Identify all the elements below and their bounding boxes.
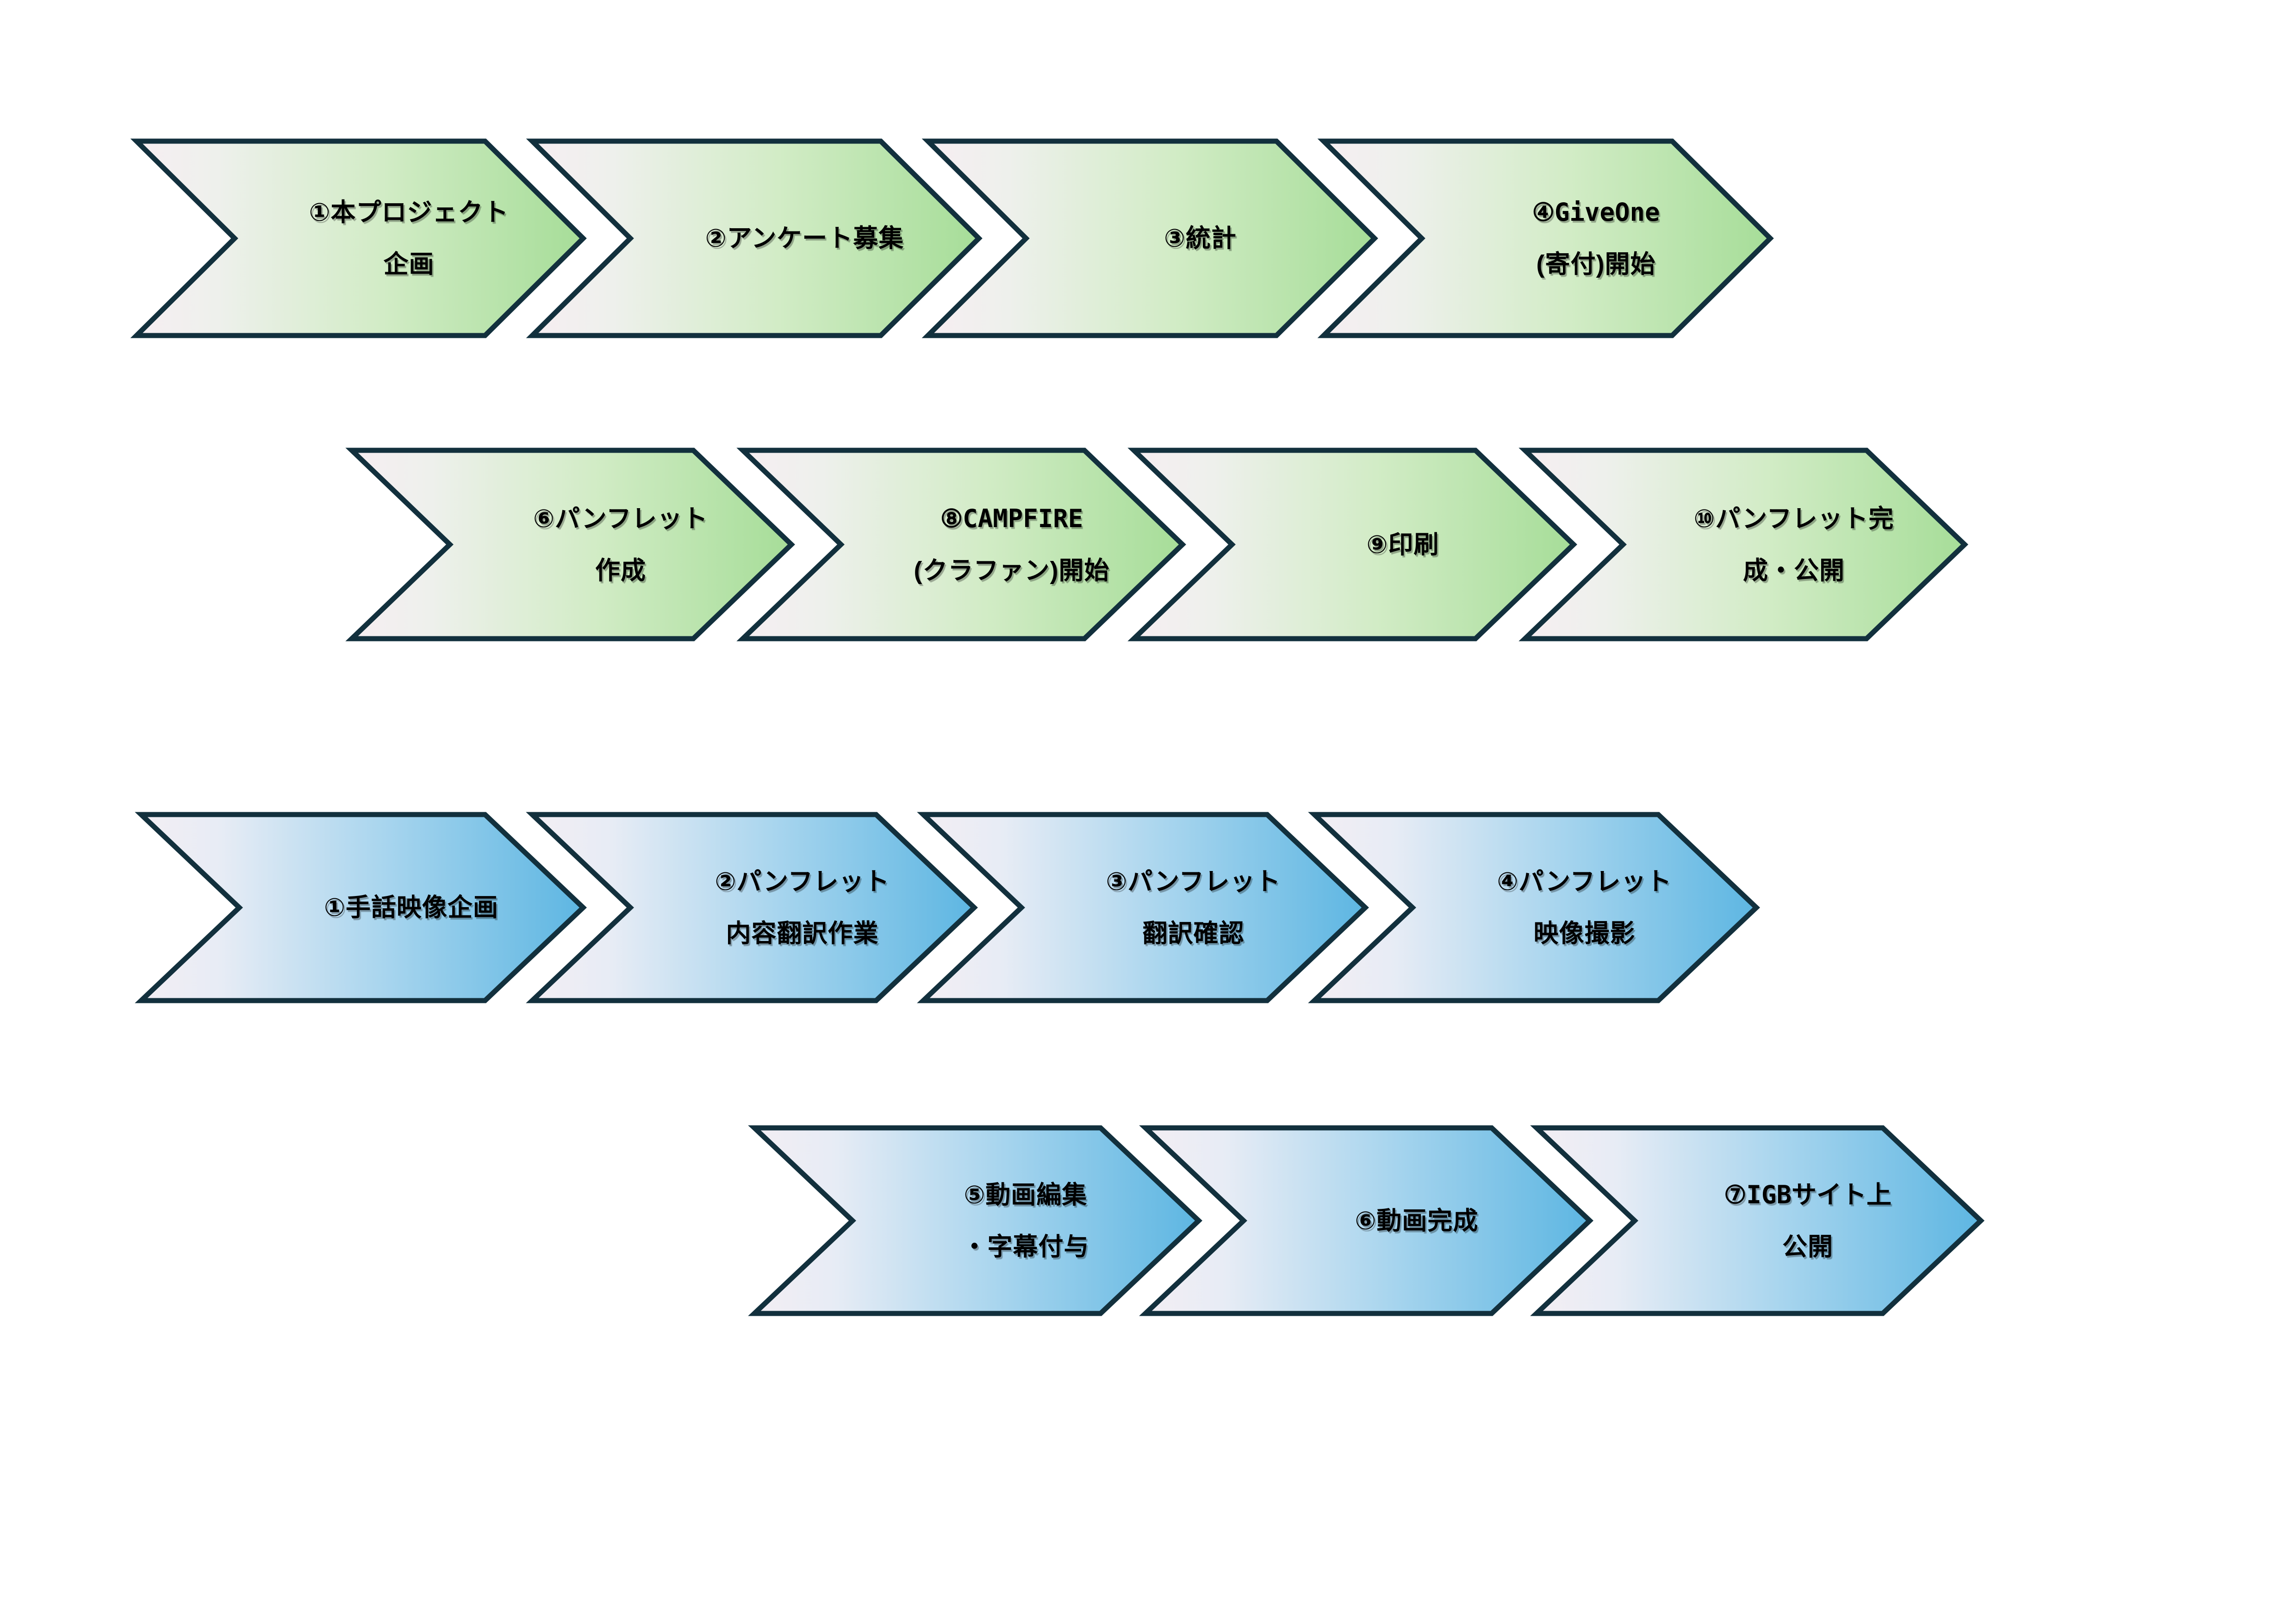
chevron-step-b4[interactable] — [1308, 812, 1760, 1003]
chevron-step-g1[interactable] — [130, 138, 587, 338]
chevron-step-b3[interactable] — [917, 812, 1369, 1003]
chevron-step-b6[interactable] — [1139, 1125, 1594, 1316]
chevron-step-g8[interactable] — [736, 448, 1186, 641]
chevron-step-g4[interactable] — [1317, 138, 1774, 338]
chevron-step-g9[interactable] — [1127, 448, 1577, 641]
chevron-step-g2[interactable] — [526, 138, 983, 338]
chevron-step-g3[interactable] — [921, 138, 1378, 338]
chevron-step-b5[interactable] — [748, 1125, 1203, 1316]
chevron-step-g10[interactable] — [1518, 448, 1968, 641]
chevron-step-b2[interactable] — [526, 812, 978, 1003]
chevron-step-b1[interactable] — [135, 812, 587, 1003]
chevron-step-b7[interactable] — [1530, 1125, 1985, 1316]
chevron-step-g6[interactable] — [345, 448, 795, 641]
